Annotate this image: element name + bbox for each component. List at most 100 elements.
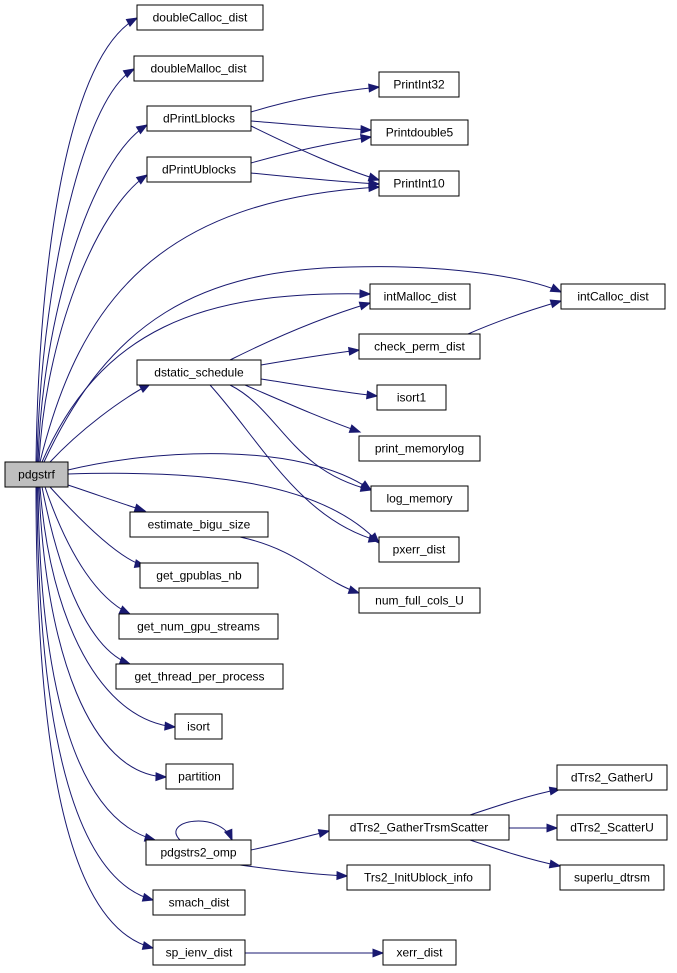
- node-sp_ienv_dist[interactable]: sp_ienv_dist: [152, 939, 246, 966]
- arrowhead-icon: [347, 585, 361, 594]
- node-label: PrintInt10: [393, 177, 445, 191]
- node-box: [378, 170, 460, 197]
- node-box: [556, 764, 668, 791]
- node-dTrs2_GatherTrsmScatter[interactable]: dTrs2_GatherTrsmScatter: [328, 814, 510, 841]
- node-label: superlu_dtrsm: [574, 871, 650, 885]
- node-dTrs2_GatherU[interactable]: dTrs2_GatherU: [556, 764, 668, 791]
- arrowhead-icon: [223, 828, 233, 842]
- node-box: [378, 71, 460, 98]
- node-label: get_thread_per_process: [134, 670, 264, 684]
- node-box: [146, 105, 252, 132]
- node-dPrintUblocks[interactable]: dPrintUblocks: [146, 156, 252, 183]
- node-label: Printdouble5: [386, 126, 454, 140]
- node-isort1[interactable]: isort1: [376, 384, 447, 411]
- node-box: [378, 536, 460, 563]
- node-dPrintLblocks[interactable]: dPrintLblocks: [146, 105, 252, 132]
- edge-line: [41, 293, 371, 463]
- node-PrintInt10[interactable]: PrintInt10: [378, 170, 460, 197]
- node-doubleMalloc_dist[interactable]: doubleMalloc_dist: [133, 55, 264, 82]
- node-pdgstrs2_omp[interactable]: pdgstrs2_omp: [145, 839, 252, 866]
- node-label: doubleCalloc_dist: [153, 11, 248, 25]
- edge-line: [39, 186, 380, 463]
- node-dTrs2_ScatterU[interactable]: dTrs2_ScatterU: [556, 814, 668, 841]
- edge-dTrs2_GatherTrsmScatter-to-dTrs2_ScatterU: [508, 823, 559, 833]
- node-box: [370, 485, 469, 512]
- call-nodes: pdgstrf doubleCalloc_dist doubleMalloc_dis…: [4, 4, 668, 966]
- node-intMalloc_dist[interactable]: intMalloc_dist: [369, 283, 471, 310]
- node-Printdouble5[interactable]: Printdouble5: [370, 119, 469, 146]
- edge-sp_ienv_dist-to-xerr_dist: [244, 948, 385, 958]
- node-box: [358, 587, 481, 614]
- edge-pdgstrs2_omp-to-dTrs2_GatherTrsmScatter: [250, 829, 331, 851]
- edge-pdgstrf-to-dPrintUblocks: [38, 174, 149, 463]
- node-box: [560, 283, 666, 310]
- node-estimate_bigu_size[interactable]: estimate_bigu_size: [129, 511, 269, 538]
- arrowhead-icon: [546, 823, 559, 833]
- edge-line: [36, 486, 154, 901]
- node-dstatic_schedule[interactable]: dstatic_schedule: [136, 359, 262, 386]
- edge-line: [67, 453, 372, 491]
- edge-line: [250, 86, 380, 113]
- node-box: [152, 939, 246, 966]
- edge-line: [35, 486, 154, 949]
- node-get_gpublas_nb[interactable]: get_gpublas_nb: [139, 562, 259, 589]
- node-xerr_dist[interactable]: xerr_dist: [382, 939, 457, 966]
- edge-line: [67, 484, 146, 512]
- node-label: sp_ienv_dist: [166, 946, 233, 960]
- arrowhead-icon: [135, 174, 149, 185]
- edge-line: [229, 302, 371, 361]
- node-superlu_dtrsm[interactable]: superlu_dtrsm: [559, 864, 665, 891]
- node-print_memorylog[interactable]: print_memorylog: [358, 435, 481, 462]
- node-label: partition: [178, 770, 221, 784]
- node-get_thread_per_process[interactable]: get_thread_per_process: [115, 663, 284, 690]
- arrowhead-icon: [348, 424, 362, 433]
- arrowhead-icon: [141, 941, 155, 950]
- edge-dPrintUblocks-to-Printdouble5: [250, 134, 373, 164]
- node-label: intCalloc_dist: [577, 290, 649, 304]
- call-edges: [35, 17, 563, 958]
- node-get_num_gpu_streams[interactable]: get_num_gpu_streams: [118, 613, 279, 640]
- node-pdgstrf[interactable]: pdgstrf: [4, 461, 69, 488]
- edge-pdgstrf-to-estimate_bigu_size: [67, 484, 147, 513]
- arrowhead-icon: [155, 772, 168, 782]
- edge-dTrs2_GatherTrsmScatter-to-superlu_dtrsm: [469, 839, 562, 869]
- node-doubleCalloc_dist[interactable]: doubleCalloc_dist: [136, 4, 264, 31]
- node-smach_dist[interactable]: smach_dist: [152, 889, 246, 916]
- node-label: get_num_gpu_streams: [137, 620, 260, 634]
- edge-line: [250, 830, 330, 851]
- node-num_full_cols_U[interactable]: num_full_cols_U: [358, 587, 481, 614]
- edge-line: [250, 120, 372, 131]
- node-box: [4, 461, 69, 488]
- edge-dPrintUblocks-to-PrintInt10: [250, 172, 381, 188]
- arrowhead-icon: [359, 289, 372, 299]
- edge-line: [469, 839, 561, 867]
- edge-line: [43, 266, 562, 463]
- node-Trs2_InitUblock_info[interactable]: Trs2_InitUblock_info: [346, 864, 491, 891]
- node-PrintInt32[interactable]: PrintInt32: [378, 71, 460, 98]
- node-box: [165, 763, 234, 790]
- arrowhead-icon: [548, 859, 562, 869]
- node-label: dTrs2_ScatterU: [570, 821, 654, 835]
- node-label: log_memory: [386, 492, 452, 506]
- edge-line: [41, 486, 131, 665]
- node-label: pdgstrs2_omp: [160, 846, 236, 860]
- node-label: estimate_bigu_size: [148, 518, 251, 532]
- node-log_memory[interactable]: log_memory: [370, 485, 469, 512]
- node-check_perm_dist[interactable]: check_perm_dist: [358, 333, 481, 360]
- edge-pdgstrf-to-sp_ienv_dist: [35, 486, 155, 950]
- node-box: [369, 283, 471, 310]
- edge-pdgstrf-to-isort: [39, 486, 177, 731]
- edge-line: [260, 349, 360, 366]
- arrowhead-icon: [549, 283, 563, 293]
- edge-line: [469, 788, 561, 816]
- arrowhead-icon: [317, 829, 331, 838]
- node-box: [136, 359, 262, 386]
- node-pxerr_dist[interactable]: pxerr_dist: [378, 536, 460, 563]
- node-isort[interactable]: isort: [174, 713, 223, 740]
- node-box: [174, 713, 223, 740]
- node-partition[interactable]: partition: [165, 763, 234, 790]
- edge-line: [250, 125, 380, 181]
- node-intCalloc_dist[interactable]: intCalloc_dist: [560, 283, 666, 310]
- node-label: check_perm_dist: [374, 340, 465, 354]
- arrowhead-icon: [358, 301, 372, 311]
